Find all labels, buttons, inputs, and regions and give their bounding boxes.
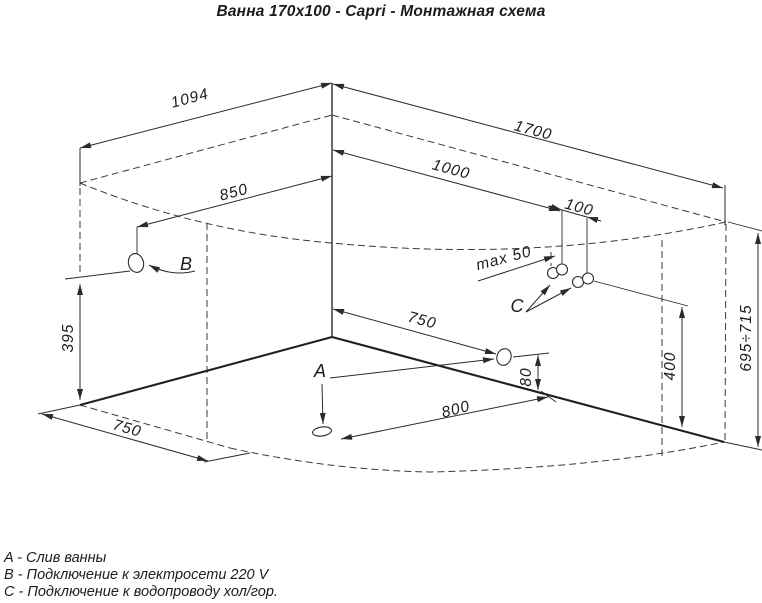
water-connection-pipes xyxy=(546,263,595,289)
dim-left-wall-width: 1094 xyxy=(169,85,211,111)
drain-connection-point xyxy=(312,348,512,437)
dim-drain-floor-offset: 800 xyxy=(440,398,472,422)
dim-electric-height: 395 xyxy=(60,324,77,353)
point-labels: A B C xyxy=(180,254,525,381)
dim-drain-wall-offset: 750 xyxy=(406,309,438,333)
label-water-c: C xyxy=(511,296,525,316)
dimension-labels: 1094 1700 1000 100 850 395 max 50 750 75… xyxy=(60,85,755,440)
dim-pipes-gap: 100 xyxy=(563,196,595,220)
dim-pipes-height: 400 xyxy=(662,352,679,381)
dim-floor-depth: 750 xyxy=(111,416,143,440)
room-corner-lines xyxy=(79,83,726,444)
dim-right-wall-width: 1700 xyxy=(512,117,554,143)
extension-lines xyxy=(37,210,762,463)
label-drain-a: A xyxy=(313,361,326,381)
legend: A - Слив ванны B - Подключение к электро… xyxy=(4,550,278,601)
dim-drain-height: 80 xyxy=(518,367,535,386)
dim-rim-height: 695÷715 xyxy=(738,304,755,371)
leader-lines xyxy=(148,255,572,425)
dimension-lines xyxy=(41,82,761,462)
dim-pipe-stub: max 50 xyxy=(474,243,533,274)
legend-item-electric: B - Подключение к электросети 220 V xyxy=(4,567,269,583)
electric-connection-point xyxy=(127,253,145,273)
label-electric-b: B xyxy=(180,254,192,274)
dim-electric-offset: 850 xyxy=(218,181,250,205)
legend-item-water: C - Подключение к водопроводу хол/гор. xyxy=(4,584,278,600)
dim-pipes-offset: 1000 xyxy=(430,156,472,182)
legend-item-drain: A - Слив ванны xyxy=(4,550,107,566)
page-title: Ванна 170x100 - Capri - Монтажная схема xyxy=(216,3,546,20)
